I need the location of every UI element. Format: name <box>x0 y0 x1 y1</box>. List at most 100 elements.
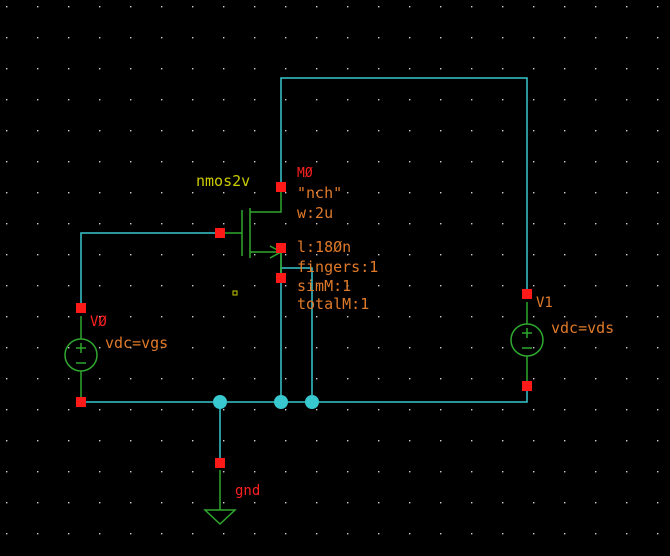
grid-dot <box>502 440 504 442</box>
grid-dot <box>347 192 349 194</box>
grid-dot <box>564 6 566 8</box>
grid-dot <box>223 285 225 287</box>
ground-symbol[interactable] <box>203 470 237 526</box>
pins[interactable] <box>76 182 532 468</box>
grid-dot <box>99 37 101 39</box>
grid-dot <box>502 378 504 380</box>
grid-dot <box>6 130 8 132</box>
grid-dot <box>347 161 349 163</box>
grid-dot <box>6 161 8 163</box>
grid-dot <box>223 533 225 535</box>
instance-name-label: MØ <box>297 166 313 181</box>
grid-dot <box>285 502 287 504</box>
grid-dot <box>130 192 132 194</box>
length-label: l:18Øn <box>297 238 351 256</box>
pin-gate[interactable] <box>215 228 225 238</box>
grid-dot <box>254 6 256 8</box>
grid-dot <box>6 316 8 318</box>
grid-dot <box>6 502 8 504</box>
grid-dot <box>564 254 566 256</box>
grid-dot <box>223 68 225 70</box>
junction-dot[interactable] <box>213 395 227 409</box>
grid-dot <box>657 68 659 70</box>
grid-dot <box>626 99 628 101</box>
grid-dot <box>347 6 349 8</box>
grid-dot <box>471 130 473 132</box>
wire-ground-rail[interactable] <box>81 386 528 403</box>
grid-dot <box>254 223 256 225</box>
grid-dot <box>6 254 8 256</box>
grid-dot <box>6 68 8 70</box>
grid-dot <box>471 316 473 318</box>
grid-dot <box>161 409 163 411</box>
grid-dot <box>316 347 318 349</box>
grid-dot <box>130 130 132 132</box>
grid-dot <box>99 99 101 101</box>
wire-drain-to-v1[interactable] <box>280 77 528 294</box>
grid-dot <box>409 471 411 473</box>
grid-dot <box>254 378 256 380</box>
grid-dot <box>378 533 380 535</box>
grid-dot <box>254 99 256 101</box>
grid-dot <box>99 502 101 504</box>
grid-dot <box>502 68 504 70</box>
junction-dot[interactable] <box>305 395 319 409</box>
grid-dot <box>6 6 8 8</box>
nmos-transistor-symbol[interactable] <box>220 187 283 278</box>
grid-dot <box>533 409 535 411</box>
grid-dot <box>254 347 256 349</box>
grid-dot <box>99 533 101 535</box>
pin-bulk[interactable] <box>276 273 286 283</box>
grid-dot <box>378 409 380 411</box>
grid-dot <box>316 502 318 504</box>
grid-dot <box>192 316 194 318</box>
grid-dot <box>440 533 442 535</box>
grid-dot <box>440 6 442 8</box>
gnd-label: gnd <box>235 483 260 499</box>
pin-v1-plus[interactable] <box>522 289 532 299</box>
grid-dot <box>192 285 194 287</box>
grid-dot <box>502 502 504 504</box>
grid-dot <box>626 37 628 39</box>
grid-dot <box>626 285 628 287</box>
junction-dot[interactable] <box>274 395 288 409</box>
grid-dot <box>409 347 411 349</box>
grid-dot <box>502 130 504 132</box>
grid-dot <box>6 37 8 39</box>
grid-dot <box>192 409 194 411</box>
vdc-source-v1[interactable] <box>510 302 544 386</box>
grid-dot <box>564 285 566 287</box>
grid-dot <box>409 161 411 163</box>
grid-dot <box>347 502 349 504</box>
grid-dot <box>285 471 287 473</box>
pin-gnd[interactable] <box>215 458 225 468</box>
grid-dot <box>192 6 194 8</box>
pin-v1-minus[interactable] <box>522 381 532 391</box>
grid-dot <box>347 254 349 256</box>
grid-dot <box>161 192 163 194</box>
grid-dot <box>626 254 628 256</box>
pin-v0-minus[interactable] <box>76 397 86 407</box>
grid-dot <box>564 409 566 411</box>
grid-dot <box>378 68 380 70</box>
grid-dot <box>626 502 628 504</box>
wire-gate-to-v0[interactable] <box>80 232 220 308</box>
grid-dot <box>316 68 318 70</box>
grid-dot <box>223 161 225 163</box>
grid-dot <box>37 285 39 287</box>
grid-dot <box>440 161 442 163</box>
grid-dot <box>502 99 504 101</box>
vdc-source-v0[interactable] <box>64 316 98 402</box>
pin-drain[interactable] <box>276 182 286 192</box>
pin-source[interactable] <box>276 243 286 253</box>
grid-dot <box>6 285 8 287</box>
grid-dot <box>161 347 163 349</box>
grid-dot <box>192 533 194 535</box>
grid-dot <box>564 347 566 349</box>
grid-dot <box>564 316 566 318</box>
grid-dot <box>595 192 597 194</box>
grid-dot <box>6 471 8 473</box>
wires[interactable] <box>80 77 528 463</box>
pin-v0-plus[interactable] <box>76 303 86 313</box>
